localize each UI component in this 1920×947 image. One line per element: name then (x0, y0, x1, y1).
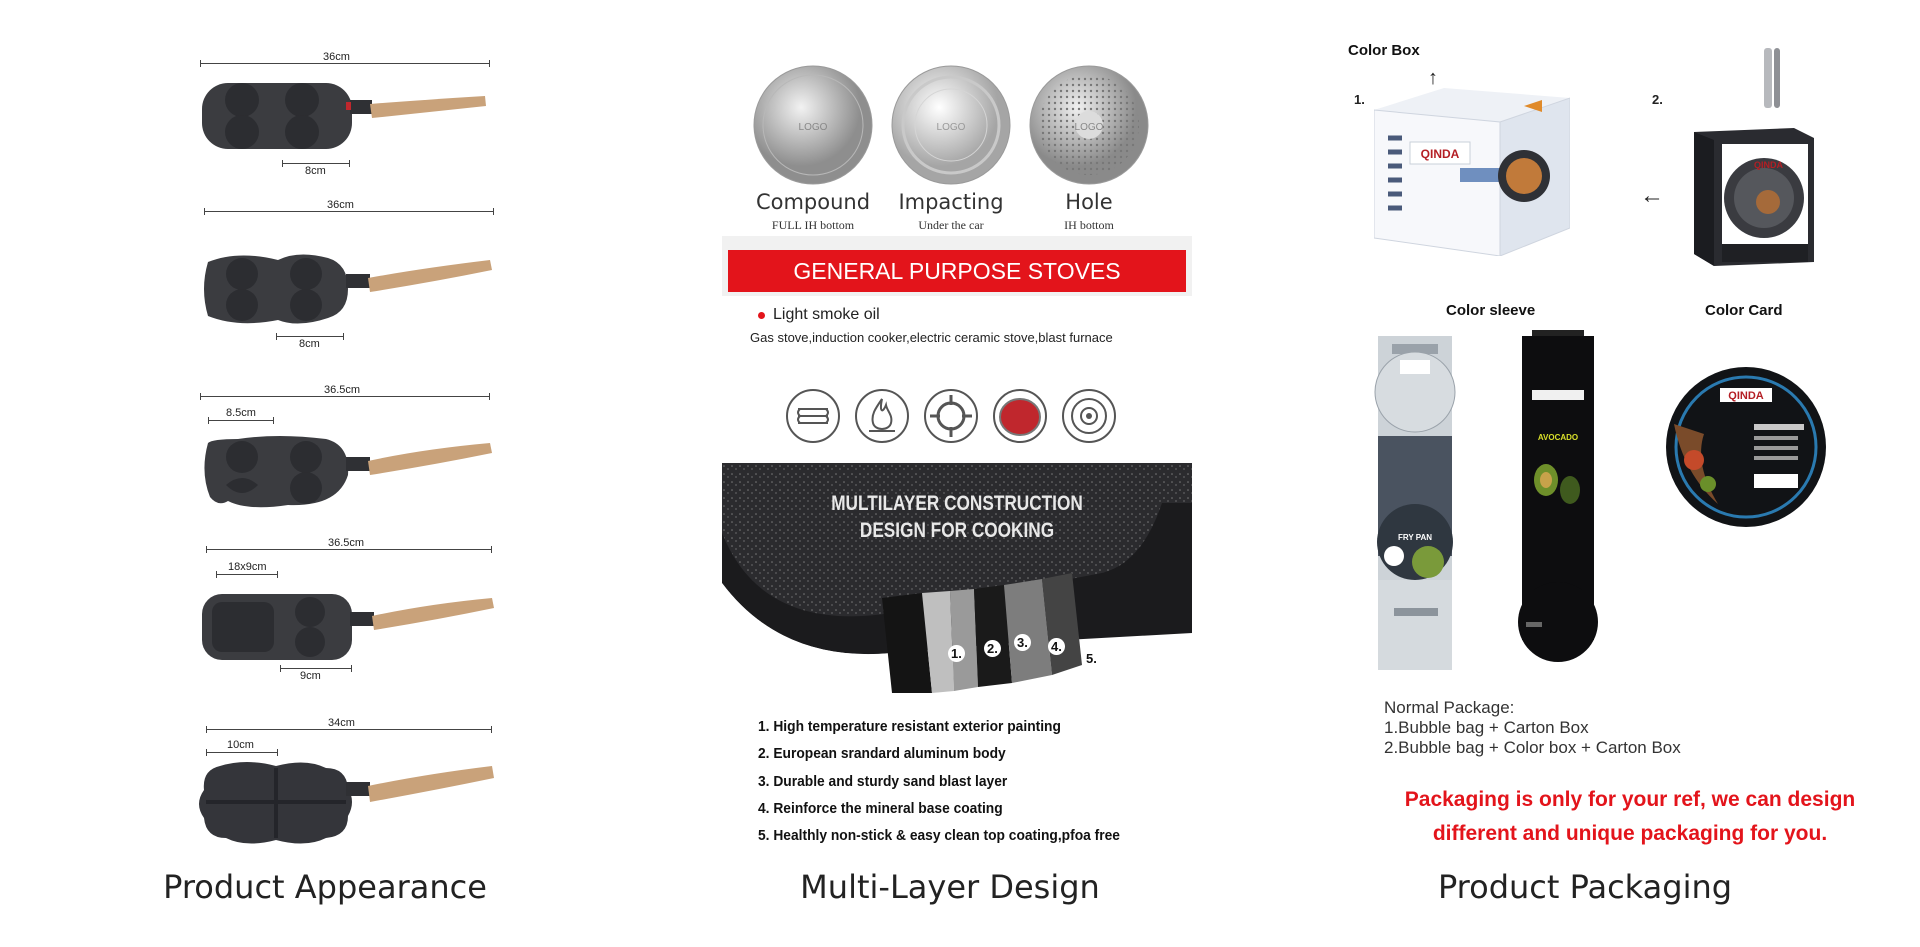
four-cup-pan-image (204, 436, 492, 508)
logo-text: LOGO (1075, 122, 1104, 133)
hole-bottom-disc: LOGO (1029, 65, 1149, 185)
dimension-label: 18x9cm (228, 561, 267, 573)
color-sleeve-image: FRY PAN (1374, 336, 1456, 670)
color-card-image: QINDA (1666, 367, 1826, 527)
layer-number: 3. (1014, 634, 1031, 651)
left-arrow-icon: ← (1640, 182, 1664, 209)
logo-text: LOGO (799, 122, 828, 133)
layer-number: 2. (984, 640, 1001, 657)
packaging-note: Packaging is only for your ref, we can d… (1404, 788, 1856, 811)
dimension-label: 36.5cm (328, 537, 365, 549)
brand-logo: QINDA (1754, 160, 1784, 170)
layer-list-item: 4. Reinforce the mineral base coating (758, 800, 1003, 817)
sleeve-product-name: FRY PAN (1398, 533, 1432, 542)
dimension-label: 8cm (305, 165, 326, 177)
color-sleeve-label: Color sleeve (1446, 302, 1536, 319)
dimension-line (280, 665, 352, 672)
package-option: 1.Bubble bag + Carton Box (1384, 718, 1589, 737)
dimension-line (216, 571, 278, 578)
compound-bottom-disc: LOGO (753, 65, 873, 185)
package-option: 2.Bubble bag + Color box + Carton Box (1384, 738, 1681, 757)
dimension-line (200, 60, 490, 67)
flower-pan-image (199, 762, 494, 844)
layer-number: 1. (948, 645, 965, 662)
brand-logo: QINDA (1728, 390, 1764, 402)
four-cup-pan-image (204, 254, 492, 324)
layer-list-item: 3. Durable and sturdy sand blast layer (758, 773, 1008, 790)
bottom-subtitle: Under the car (918, 218, 984, 232)
induction-icon (1062, 389, 1116, 443)
dimension-label: 36.5cm (324, 384, 361, 396)
package-number: 1. (1354, 92, 1365, 107)
three-section-pan-image (202, 594, 494, 660)
coil-icon (786, 389, 840, 443)
general-purpose-stoves-banner: GENERAL PURPOSE STOVES (728, 250, 1186, 292)
color-box-label: Color Box (1348, 42, 1420, 59)
flame-icon (855, 389, 909, 443)
dimension-line (206, 546, 492, 553)
dimension-line (282, 160, 350, 167)
bullet-text: Light smoke oil (773, 306, 880, 323)
dimension-label: 8.5cm (226, 407, 256, 419)
packaging-note: different and unique packaging for you. (1432, 822, 1828, 845)
gas-burner-icon (924, 389, 978, 443)
dimension-line (206, 749, 278, 756)
dimension-label: 36cm (323, 51, 350, 63)
dimension-line (204, 208, 494, 215)
dimension-label: 8cm (299, 338, 320, 350)
multilayer-construction-image (722, 463, 1192, 703)
layer-list-item: 2. European srandard aluminum body (758, 745, 1006, 762)
ceramic-plate-icon (993, 389, 1047, 443)
logo-text: LOGO (937, 122, 966, 133)
layer-list-item: 5. Healthly non-stick & easy clean top c… (758, 827, 1120, 844)
dimension-label: 9cm (300, 670, 321, 682)
dimension-line (208, 417, 274, 424)
four-cup-pan-image (202, 83, 486, 149)
section-caption: Product Appearance (163, 868, 487, 906)
impacting-bottom-disc: LOGO (891, 65, 1011, 185)
color-box-image: QINDA (1374, 88, 1570, 256)
dimension-line (276, 333, 344, 340)
construction-title: DESIGN FOR COOKING (859, 519, 1055, 542)
section-caption: Multi-Layer Design (800, 868, 1100, 906)
normal-package-title: Normal Package: (1384, 698, 1515, 717)
sleeve-product-name: AVOCADO (1538, 433, 1578, 442)
dimension-line (200, 393, 490, 400)
dimension-line (206, 726, 492, 733)
up-arrow-icon: ↑ (1428, 67, 1438, 89)
dimension-label: 10cm (227, 739, 254, 751)
fry-pan-box-image: QINDA (1694, 48, 1814, 266)
bullet-dot-icon (758, 312, 765, 319)
color-card-label: Color Card (1705, 302, 1783, 319)
bottom-name: Compound (755, 190, 871, 214)
avocado-sleeve-image: AVOCADO (1518, 330, 1598, 662)
bottom-subtitle: IH bottom (1064, 218, 1114, 232)
construction-title: MULTILAYER CONSTRUCTION (831, 492, 1083, 515)
bottom-name: Hole (1065, 190, 1113, 214)
layer-number: 4. (1048, 638, 1065, 655)
section-caption: Product Packaging (1437, 868, 1733, 906)
package-number: 2. (1652, 92, 1663, 107)
brand-logo: QINDA (1421, 147, 1460, 161)
layer-list-item: 1. High temperature resistant exterior p… (758, 718, 1061, 735)
dimension-label: 36cm (327, 199, 354, 211)
dimension-label: 34cm (328, 717, 355, 729)
layer-number: 5. (1083, 650, 1100, 667)
bottom-name: Impacting (898, 190, 1004, 214)
bottom-subtitle: FULL IH bottom (771, 218, 855, 232)
stoves-text: Gas stove,induction cooker,electric cera… (750, 330, 1113, 345)
